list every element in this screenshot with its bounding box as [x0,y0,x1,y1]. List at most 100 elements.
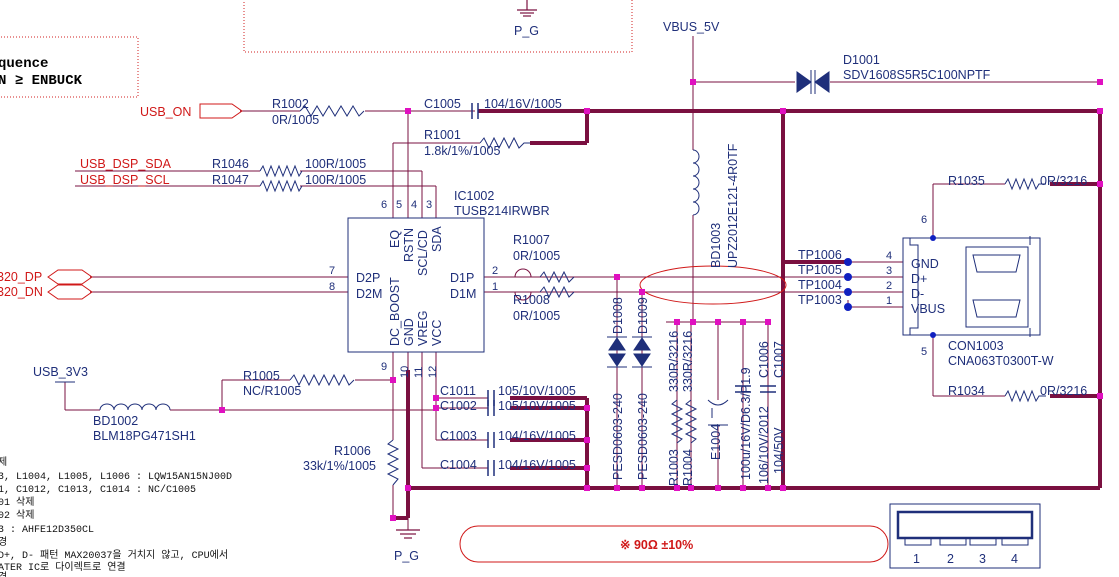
note-line: 제 [0,456,7,469]
d1009-symbol [632,336,652,368]
note-line: D+, D- 패턴 MAX20037을 거치지 않고, CPU에서 [0,549,228,562]
c1004-ref: C1004 [440,458,477,472]
ic-pin-rstn: RSTN [402,228,416,262]
con-pin-dminus: D- [911,287,924,301]
r1005-symbol [289,373,355,387]
r1007-ref: R1007 [513,233,550,247]
usb-on-port [199,103,243,119]
dn-net-label: 320_DN [0,285,43,299]
e1004-symbol [707,399,729,426]
r1047-symbol [259,179,303,193]
bd1002-ref: BD1002 [93,414,138,428]
r1002-symbol [299,105,365,117]
e1004-value: 100u/16V/D6.3/P1.9 [739,367,753,480]
ic-pin-num-11: 11 [413,367,425,378]
e1004-ref: E1004 [709,424,723,460]
c1003-value: 104/16V/1005 [498,429,576,443]
c1002-ref: C1002 [440,399,477,413]
ic1002-part: TUSB214IRWBR [454,204,550,218]
con-pin-num-6: 6 [921,214,927,226]
r1004-value: 330R/3216 [681,331,695,392]
ic-pin-dc-boost: DC_BOOST [388,277,402,346]
ic-pin-num-2: 2 [492,265,498,277]
ic-pin-num-3: 3 [426,199,432,211]
usb-dsp-scl-label: USB_DSP_SCL [80,173,170,187]
vbus-label: VBUS_5V [663,20,720,34]
d1008-value: PESD0603-240 [611,393,625,480]
impedance-note: ※ 90Ω ±10% [620,538,693,552]
r1005-value: NC/R1005 [243,384,301,398]
con1003-ref: CON1003 [948,339,1004,353]
bd1002-symbol [99,403,171,411]
cap-bank-symbols [487,390,495,476]
c1011-value: 105/10V/1005 [498,384,576,398]
c1005-symbol [471,103,479,119]
sequence-note-line2: N ≥ ENBUCK [0,73,83,89]
tp1006-label: TP1006 [798,248,842,262]
note-line: 02 삭제 [0,509,34,522]
ic-pin-eq: EQ [388,230,402,248]
r1007-value: 0R/1005 [513,249,560,263]
r1003-symbol [670,399,684,444]
thick-wires [393,109,1102,520]
ic-pin-num-5: 5 [396,199,402,211]
r1005-ref: R1005 [243,369,280,383]
ic-pin-vreg: VREG [416,311,430,346]
r1047-ref: R1047 [212,173,249,187]
con-pin-num-2: 2 [886,280,892,292]
usb-connector-icon [889,503,1041,569]
con-pin-gnd: GND [911,257,939,271]
r1035-symbol [1004,177,1046,191]
junction-dots [219,79,1103,521]
usb-icon-pin-1: 1 [913,552,920,566]
r1006-symbol [386,439,400,486]
r1003-ref: R1003 [667,449,681,486]
r1006-value: 33k/1%/1005 [303,459,376,473]
usb-icon-pin-2: 2 [947,552,954,566]
ic-pin-num-7: 7 [329,265,335,277]
diff-pair-marker [639,265,787,305]
bd1003-ref: BD1003 [709,223,723,268]
r1034-symbol [1004,389,1046,403]
tp1003-label: TP1003 [798,293,842,307]
r1002-ref: R1002 [272,97,309,111]
r1008-value: 0R/1005 [513,309,560,323]
tp1005-label: TP1005 [798,263,842,277]
ic-pin-gnd: GND [402,318,416,346]
c1005-value: 104/16V/1005 [484,97,562,111]
c1002-value: 105/10V/1005 [498,399,576,413]
d1008-ref: D1008 [611,297,625,334]
r1004-symbol [684,399,698,444]
c1007-symbol [760,385,776,393]
ic-pin-d1p: D1P [450,271,474,285]
r1035-ref: R1035 [948,174,985,188]
r1046-ref: R1046 [212,157,249,171]
tp1004-label: TP1004 [798,278,842,292]
sequence-note-line1: quence [0,56,48,72]
dp-net-label: 320_DP [0,270,42,284]
ic-pin-num-10: 10 [399,366,411,378]
testpoint-dots [844,235,936,338]
con-pin-num-3: 3 [886,265,892,277]
ic-pin-scl: SCL/CD [416,230,430,276]
c1006-symbol [735,385,751,393]
usb-dsp-sda-label: USB_DSP_SDA [80,157,172,171]
d1009-ref: D1009 [636,297,650,334]
note-line: ATER IC로 다이렉트로 연결 [0,561,126,574]
r1046-symbol [259,164,303,178]
ic-pin-num-1: 1 [492,281,498,293]
ic-pin-d2p: D2P [356,271,380,285]
dp-dn-ports [47,269,93,300]
note-line: 경 [0,570,7,577]
c1007-value: 104/50V [772,427,786,474]
ic-pin-d1m: D1M [450,287,476,301]
ic-pin-num-9: 9 [381,361,387,373]
pg-bottom-label: P_G [394,549,419,563]
r1034-value: 0R/3216 [1040,384,1087,398]
c1011-ref: C1011 [440,384,476,398]
con-pin-num-1: 1 [886,295,892,307]
notes-block: 제 3, L1004, L1005, L1006 : LQW15AN15NJ00… [0,456,232,577]
ground-symbol-top [517,0,537,17]
c1007-ref: C1007 [772,341,786,378]
pg-top-label: P_G [514,24,539,38]
